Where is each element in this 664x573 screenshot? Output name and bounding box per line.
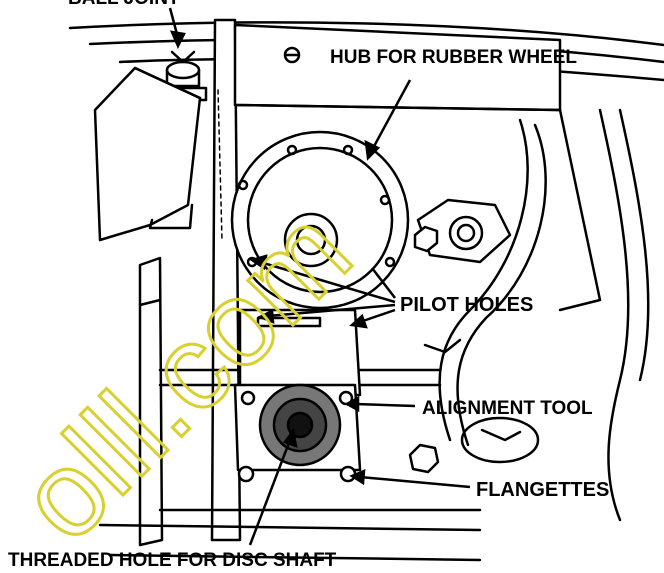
callout-arrows (168, 7, 471, 546)
nut (408, 443, 440, 474)
line-art (68, 18, 664, 562)
flangette-housing (233, 383, 362, 483)
label-flangettes: FLANGETTES (476, 479, 609, 501)
alignment-tool (238, 308, 362, 397)
lower-bracket (138, 256, 164, 547)
right-flange (413, 198, 512, 264)
right-hose (438, 118, 529, 442)
label-hub: HUB FOR RUBBER WHEEL (330, 47, 577, 68)
frame-top-edge (68, 21, 664, 47)
left-arm (93, 66, 202, 242)
label-ball-joint: BALL JOINT (68, 0, 180, 9)
rail-5 (108, 553, 482, 562)
label-threaded-hole: THREADED HOLE FOR DISC SHAFT (8, 550, 337, 571)
hose-clamp-lower (480, 428, 522, 442)
bolt-symbol (283, 46, 301, 64)
label-pilot-holes: PILOT HOLES (400, 294, 533, 316)
rail-4 (98, 523, 482, 532)
label-alignment-tool: ALIGNMENT TOOL (422, 398, 593, 419)
hose-clamp-upper (423, 338, 462, 354)
hub (230, 130, 410, 310)
